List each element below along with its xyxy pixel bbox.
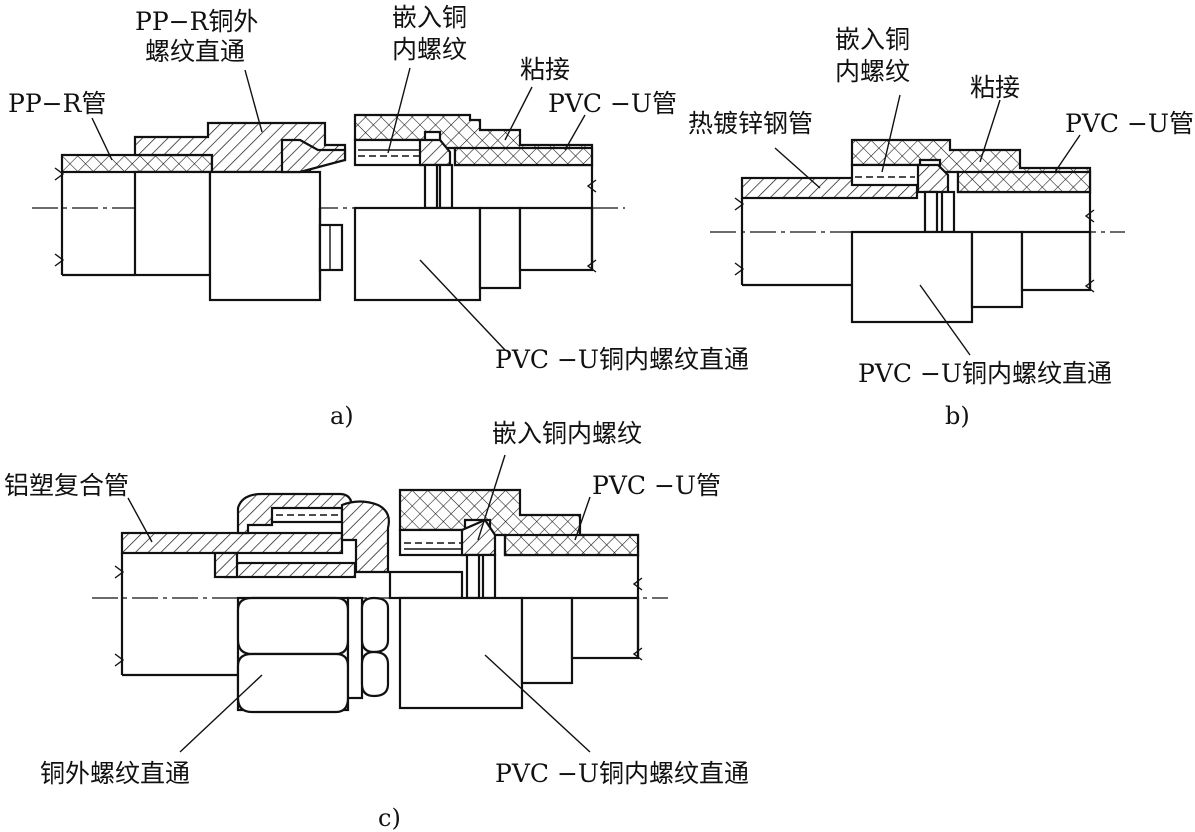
caption-a: a) <box>330 402 354 430</box>
label-pvc-pipe-a: PVC −U管 <box>548 89 677 118</box>
caption-c: c) <box>378 804 401 832</box>
leaders-b <box>774 94 1081 356</box>
pvc-union-b <box>850 138 1095 324</box>
drawing-b: 热镀锌钢管 嵌入铜 内螺纹 粘接 PVC −U管 PVC −U铜内螺纹直通 b) <box>688 25 1194 430</box>
label-insert-b-line2: 内螺纹 <box>835 57 910 86</box>
label-insert-b-line1: 嵌入铜 <box>835 25 910 54</box>
label-ppr-union-line2: 螺纹直通 <box>145 37 245 66</box>
copper-union-c <box>213 492 390 714</box>
pvc-union-c <box>388 488 643 710</box>
label-pvc-union-a: PVC −U铜内螺纹直通 <box>495 345 749 374</box>
caption-b: b) <box>945 402 970 430</box>
label-pvc-union-c: PVC −U铜内螺纹直通 <box>495 759 749 788</box>
pvc-union-a <box>353 113 597 302</box>
label-copper-union-c: 铜外螺纹直通 <box>40 759 190 788</box>
label-pvc-pipe-b: PVC −U管 <box>1065 109 1194 138</box>
leaders-c <box>127 454 591 753</box>
label-alu-plastic-pipe: 铝塑复合管 <box>4 471 129 500</box>
ppr-union-body <box>133 121 347 302</box>
drawing-a: PP−R管 PP−R铜外 螺纹直通 嵌入铜 内螺纹 粘接 PVC −U管 PVC… <box>8 3 749 430</box>
label-galvanized-pipe: 热镀锌钢管 <box>688 109 813 138</box>
label-insert-a-line1: 嵌入铜 <box>392 3 467 32</box>
label-ppr-pipe: PP−R管 <box>8 89 106 118</box>
label-ppr-union-line1: PP−R铜外 <box>135 7 258 36</box>
leaders-a <box>91 67 586 351</box>
label-bond-b: 粘接 <box>970 73 1020 102</box>
label-bond-a: 粘接 <box>520 55 570 84</box>
drawing-c: 嵌入铜内螺纹 铝塑复合管 PVC −U管 铜外螺纹直通 PVC −U铜内螺纹直通… <box>4 419 749 832</box>
label-pvc-union-b: PVC −U铜内螺纹直通 <box>858 359 1112 388</box>
label-insert-a-line2: 内螺纹 <box>392 35 467 64</box>
label-pvc-pipe-c: PVC −U管 <box>592 471 721 500</box>
label-insert-c: 嵌入铜内螺纹 <box>492 419 642 448</box>
